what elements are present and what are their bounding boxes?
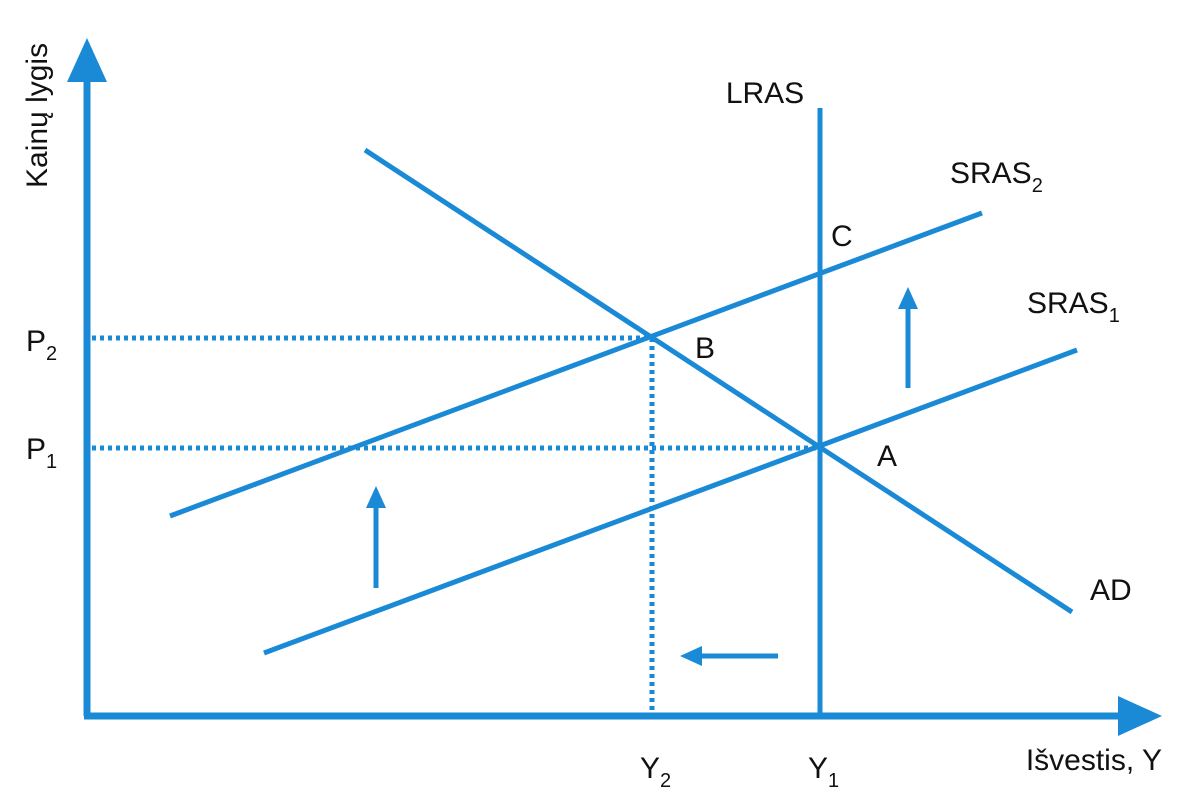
lras-label: LRAS [726, 77, 804, 110]
x-axis-arrow-icon [1118, 696, 1162, 736]
y-axis-arrow-icon [67, 38, 107, 82]
p1-label: P1 [26, 433, 57, 473]
ad-line [363, 147, 1074, 615]
point-b-label: B [695, 332, 715, 365]
y2-label: Y2 [640, 752, 671, 792]
left-arrow-icon [680, 646, 778, 666]
y-axis-label: Kainų lygis [21, 43, 54, 188]
point-a-label: A [877, 440, 897, 473]
sras2-label: SRAS2 [950, 157, 1043, 197]
ad-label: AD [1090, 574, 1132, 607]
up-arrow-icon [366, 486, 386, 588]
sras1-label: SRAS1 [1027, 287, 1120, 327]
sras2-line [169, 210, 983, 519]
up-arrow-icon [898, 287, 918, 388]
y1-label: Y1 [808, 752, 839, 792]
x-axis-label: Išvestis, Y [1026, 744, 1162, 777]
point-c-label: C [831, 220, 853, 253]
sras1-line [263, 347, 1078, 656]
p2-label: P2 [26, 325, 57, 365]
